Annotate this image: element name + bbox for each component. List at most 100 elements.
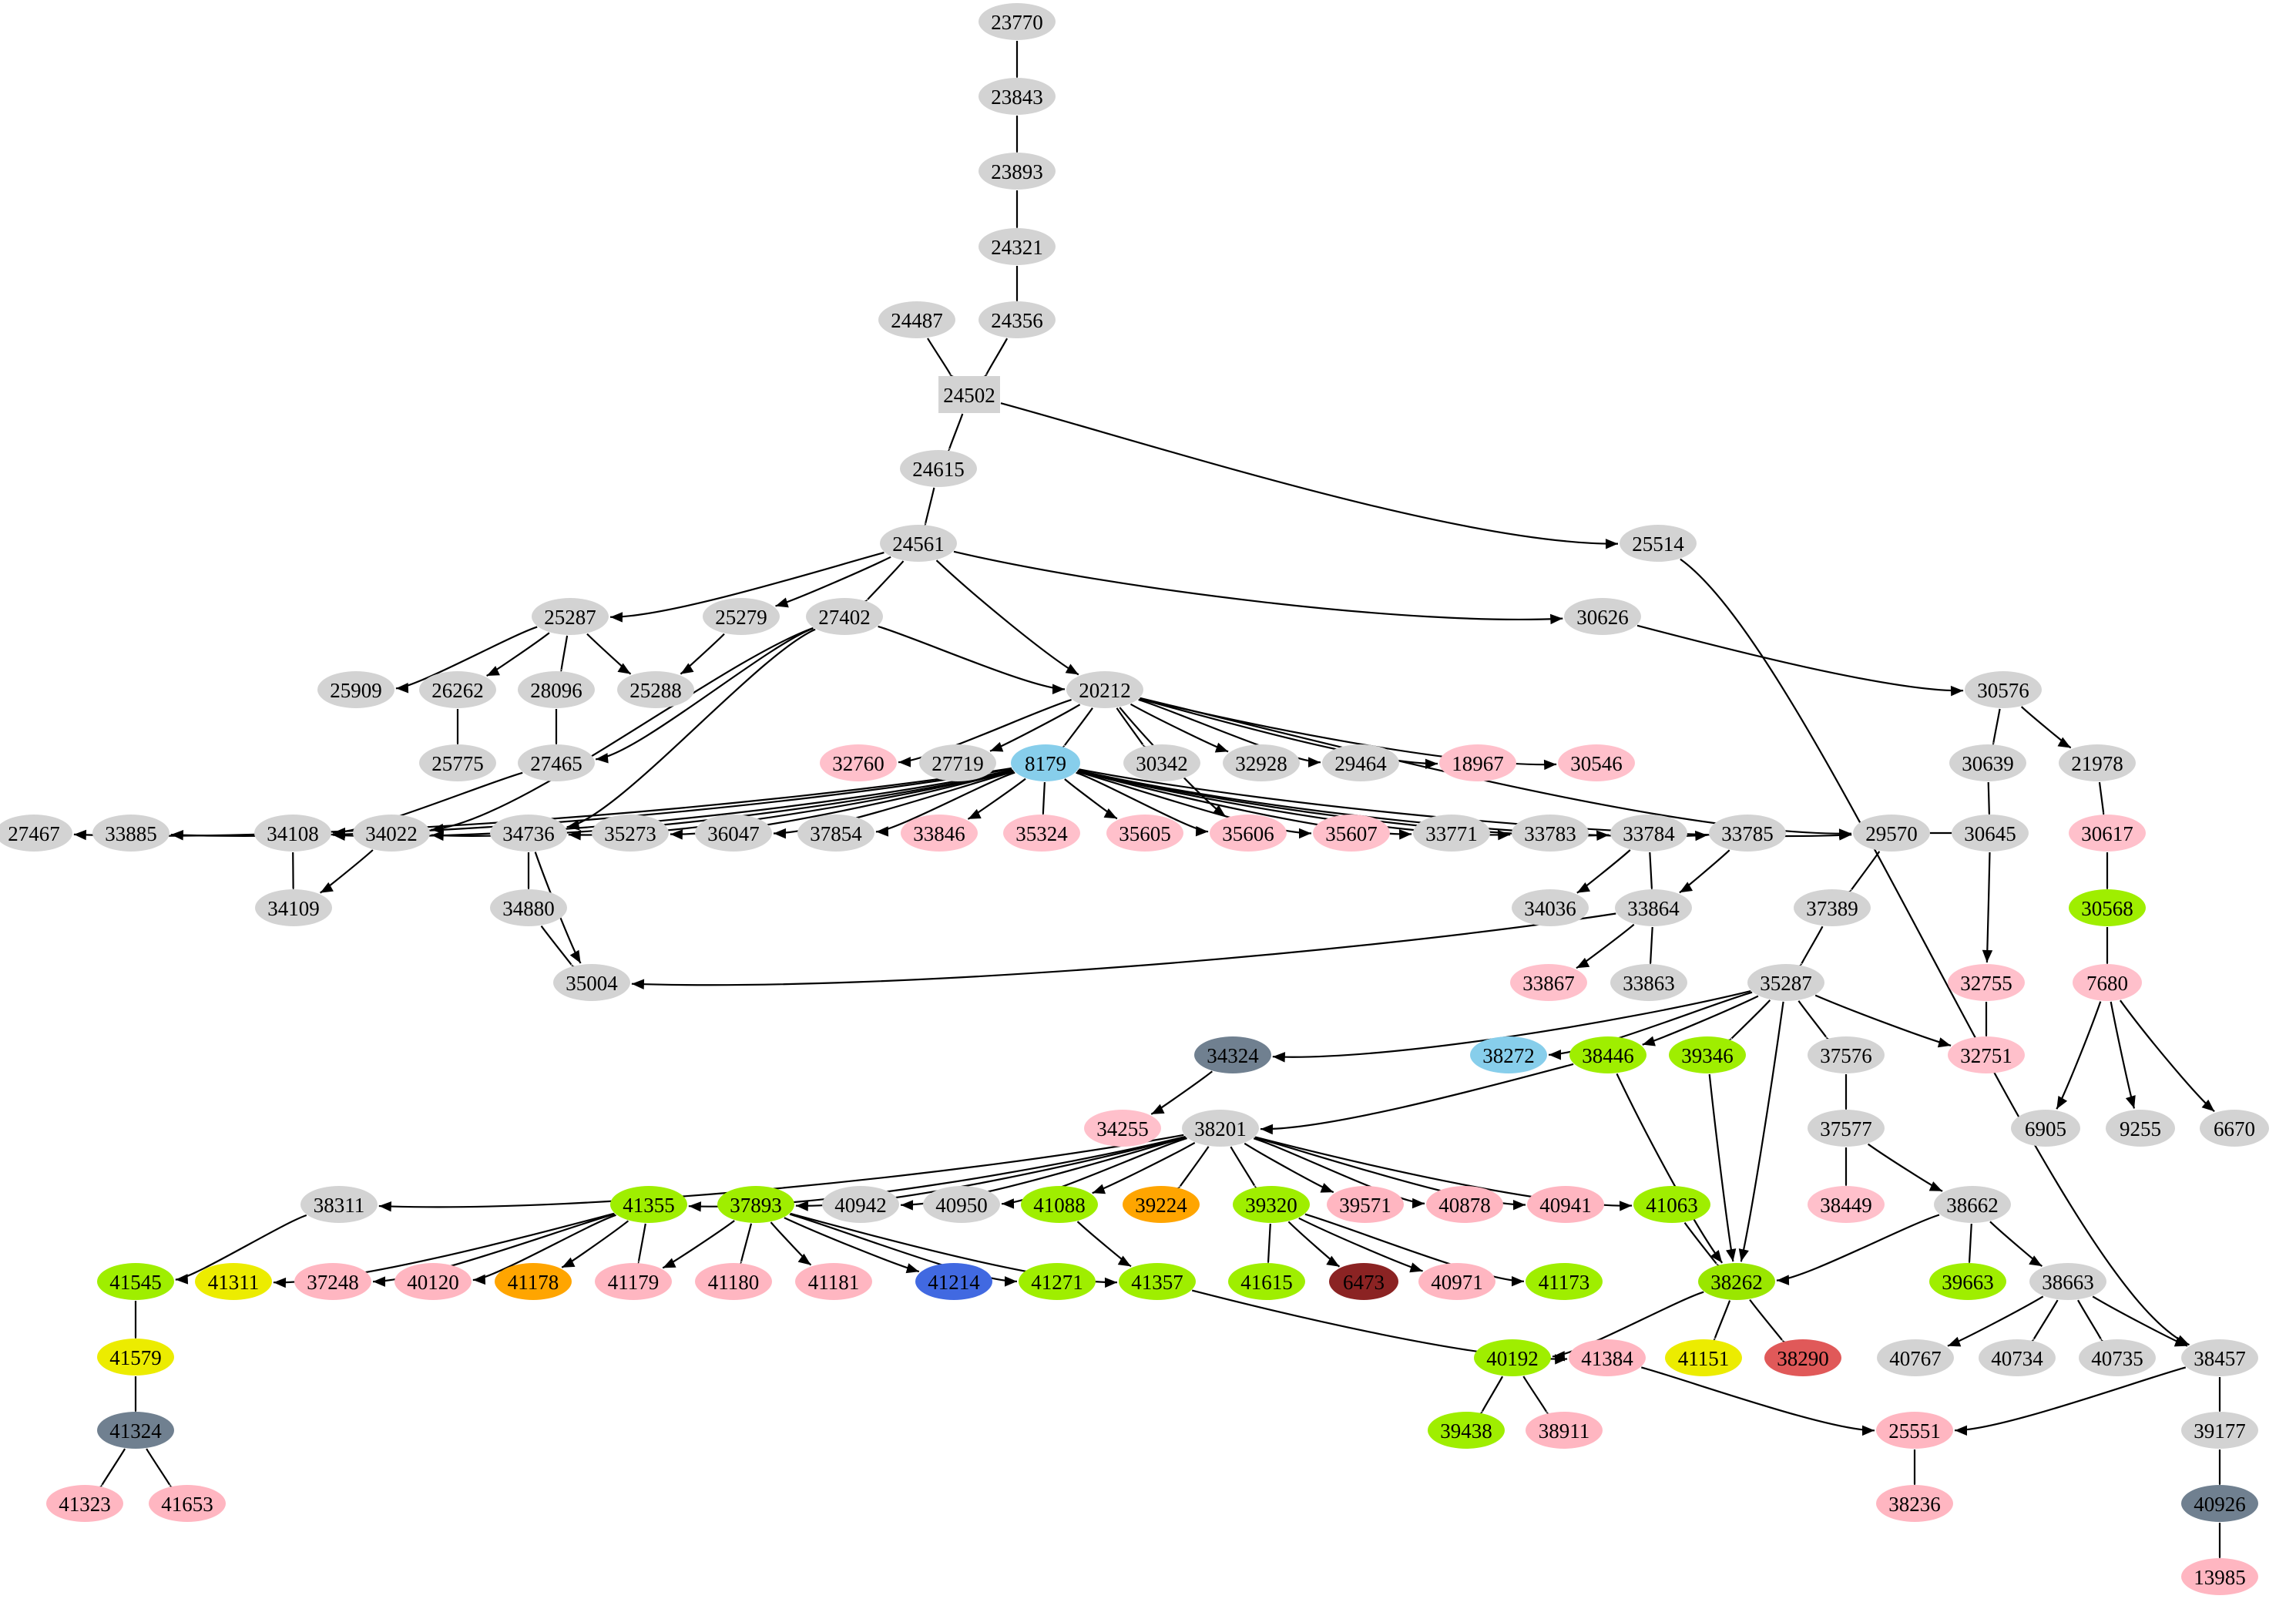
node-ellipse[interactable] [1876, 1412, 1953, 1449]
graph-node[interactable]: 34880 [490, 889, 567, 926]
graph-node[interactable]: 41355 [610, 1186, 687, 1223]
graph-node[interactable]: 34108 [254, 815, 331, 852]
node-ellipse[interactable] [46, 1485, 123, 1522]
graph-node[interactable]: 38311 [300, 1186, 378, 1223]
node-ellipse[interactable] [1948, 1036, 2025, 1073]
graph-node[interactable]: 34109 [255, 889, 332, 926]
graph-node[interactable]: 27467 [0, 815, 72, 852]
node-ellipse[interactable] [2181, 1412, 2258, 1449]
node-ellipse[interactable] [1329, 1263, 1398, 1300]
node-ellipse[interactable] [1223, 744, 1300, 781]
node-ellipse[interactable] [1764, 1339, 1841, 1376]
graph-node[interactable]: 38272 [1470, 1036, 1547, 1073]
graph-node[interactable]: 29570 [1853, 815, 1930, 852]
node-ellipse[interactable] [1322, 744, 1399, 781]
node-ellipse[interactable] [595, 1263, 672, 1300]
node-ellipse[interactable] [915, 1263, 992, 1300]
graph-node[interactable]: 41615 [1228, 1263, 1305, 1300]
graph-node[interactable]: 41063 [1633, 1186, 1710, 1223]
node-ellipse[interactable] [1003, 815, 1080, 852]
node-ellipse[interactable] [1527, 1186, 1604, 1223]
node-ellipse[interactable] [1106, 815, 1183, 852]
graph-node[interactable]: 9255 [2106, 1110, 2175, 1147]
node-ellipse[interactable] [2069, 889, 2146, 926]
node-ellipse[interactable] [610, 1186, 687, 1223]
graph-node[interactable]: 40767 [1877, 1339, 1954, 1376]
node-ellipse[interactable] [1948, 964, 2025, 1001]
node-ellipse[interactable] [806, 598, 883, 635]
graph-node[interactable]: 38290 [1764, 1339, 1841, 1376]
node-ellipse[interactable] [1952, 815, 2029, 852]
graph-node[interactable]: 33885 [92, 815, 170, 852]
graph-node[interactable]: 18967 [1439, 744, 1516, 781]
graph-node[interactable]: 39346 [1669, 1036, 1746, 1073]
node-ellipse[interactable] [978, 301, 1056, 338]
node-ellipse[interactable] [2181, 1558, 2258, 1595]
node-ellipse[interactable] [1665, 1339, 1742, 1376]
node-ellipse[interactable] [1698, 1263, 1775, 1300]
graph-node[interactable]: 25288 [617, 671, 694, 708]
graph-node[interactable]: 37576 [1808, 1036, 1885, 1073]
graph-node[interactable]: 41384 [1569, 1339, 1646, 1376]
node-ellipse[interactable] [695, 815, 772, 852]
graph-node[interactable]: 33785 [1709, 815, 1786, 852]
graph-node[interactable]: 34255 [1084, 1110, 1161, 1147]
graph-node[interactable]: 41179 [595, 1263, 672, 1300]
graph-node[interactable]: 33784 [1610, 815, 1687, 852]
graph-node[interactable]: 25287 [532, 598, 609, 635]
node-ellipse[interactable] [353, 815, 430, 852]
graph-node[interactable]: 33783 [1512, 815, 1589, 852]
graph-node[interactable]: 38457 [2181, 1339, 2258, 1376]
node-ellipse[interactable] [923, 1186, 1000, 1223]
graph-node[interactable]: 28096 [518, 671, 595, 708]
node-ellipse[interactable] [1233, 1186, 1310, 1223]
node-ellipse[interactable] [1327, 1186, 1404, 1223]
node-ellipse[interactable] [490, 889, 567, 926]
graph-node[interactable]: 24321 [978, 228, 1056, 265]
node-ellipse[interactable] [1808, 1036, 1885, 1073]
node-ellipse[interactable] [1474, 1339, 1551, 1376]
node-ellipse[interactable] [490, 815, 567, 852]
graph-node[interactable]: 27402 [806, 598, 883, 635]
graph-node[interactable]: 41181 [795, 1263, 872, 1300]
node-ellipse[interactable] [1808, 1110, 1885, 1147]
graph-node[interactable]: 37577 [1808, 1110, 1885, 1147]
graph-node[interactable]: 23893 [978, 153, 1056, 190]
graph-node[interactable]: 30639 [1949, 744, 2026, 781]
node-ellipse[interactable] [0, 815, 72, 852]
graph-node[interactable]: 37893 [717, 1186, 794, 1223]
node-ellipse[interactable] [1066, 671, 1143, 708]
graph-node[interactable]: 26262 [419, 671, 496, 708]
graph-node[interactable]: 33864 [1615, 889, 1692, 926]
graph-node[interactable]: 40942 [822, 1186, 899, 1223]
graph-node[interactable]: 34736 [490, 815, 567, 852]
graph-node[interactable]: 25775 [419, 744, 496, 781]
graph-node[interactable]: 40120 [394, 1263, 472, 1300]
graph-node[interactable]: 7680 [2073, 964, 2142, 1001]
graph-node[interactable]: 8179 [1011, 744, 1080, 781]
graph-node[interactable]: 39438 [1428, 1412, 1505, 1449]
graph-node[interactable]: 41311 [195, 1263, 272, 1300]
node-ellipse[interactable] [2059, 744, 2136, 781]
graph-node[interactable]: 25514 [1620, 525, 1697, 562]
node-ellipse[interactable] [1979, 1339, 2056, 1376]
node-ellipse[interactable] [97, 1263, 174, 1300]
node-ellipse[interactable] [2079, 1339, 2156, 1376]
graph-node[interactable]: 32928 [1223, 744, 1300, 781]
node-ellipse[interactable] [2029, 1263, 2106, 1300]
graph-node[interactable]: 35273 [592, 815, 669, 852]
graph-node[interactable]: 33771 [1413, 815, 1490, 852]
graph-node[interactable]: 33867 [1510, 964, 1587, 1001]
node-ellipse[interactable] [1194, 1036, 1271, 1073]
graph-node[interactable]: 41357 [1119, 1263, 1196, 1300]
graph-node[interactable]: 24615 [900, 450, 977, 487]
graph-node[interactable]: 41088 [1021, 1186, 1098, 1223]
node-ellipse[interactable] [532, 598, 609, 635]
node-ellipse[interactable] [1526, 1263, 1603, 1300]
node-ellipse[interactable] [2200, 1110, 2269, 1147]
node-ellipse[interactable] [2073, 964, 2142, 1001]
node-ellipse[interactable] [419, 671, 496, 708]
graph-node[interactable]: 6670 [2200, 1110, 2269, 1147]
graph-node[interactable]: 30576 [1965, 671, 2042, 708]
node-ellipse[interactable] [1413, 815, 1490, 852]
